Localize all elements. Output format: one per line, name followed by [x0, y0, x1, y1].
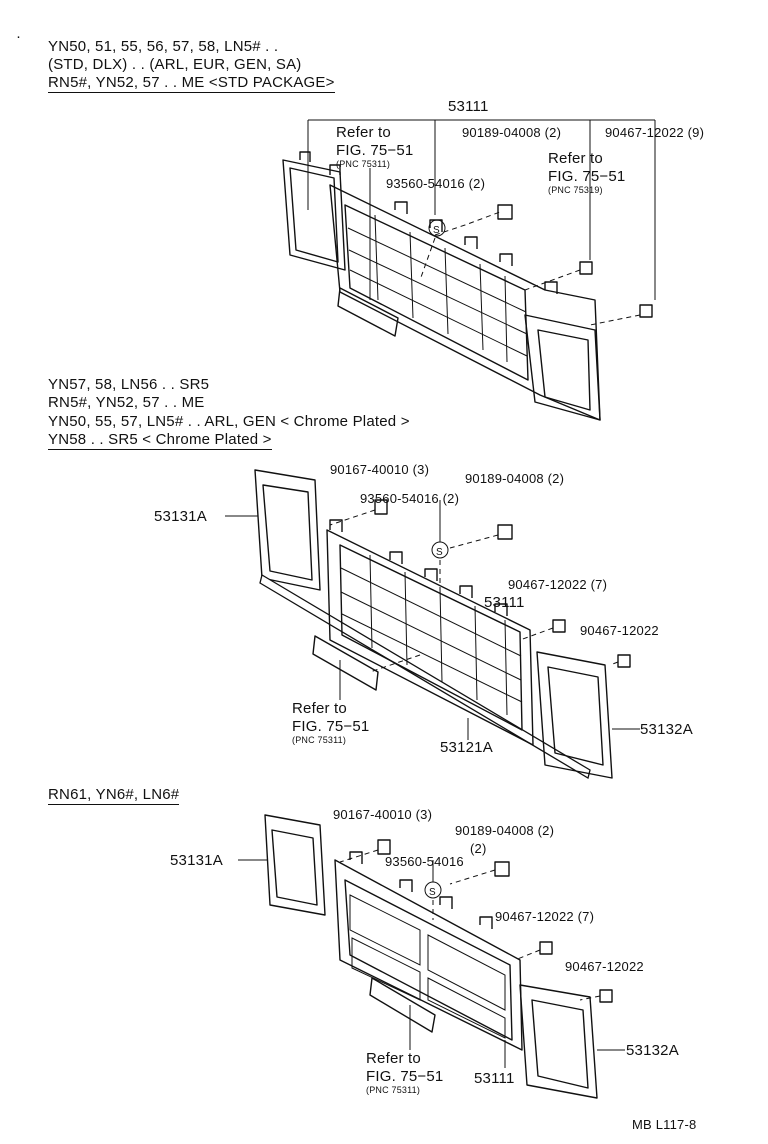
s2-part-53131a[interactable]: 53131A: [154, 508, 207, 525]
s2-part-bolt-c[interactable]: 90467-12022: [580, 623, 659, 638]
s2-ref-line1: Refer to: [292, 700, 347, 717]
s3-part-bolt-c[interactable]: 90467-12022: [565, 959, 644, 974]
section3-grille-drawing: [238, 814, 625, 1099]
section3-heading: RN61, YN6#, LN6#: [48, 786, 180, 805]
s2-part-bolt-b[interactable]: 90467-12022 (7): [508, 577, 608, 592]
s2-part-53111[interactable]: 53111: [484, 594, 525, 611]
corner-mark: ·: [16, 28, 22, 45]
section1-grille-drawing: [282, 119, 656, 421]
s2-part-screw[interactable]: 93560-54016 (2): [360, 491, 460, 506]
s3-screw-mark: S: [429, 887, 436, 898]
s1-part-clip[interactable]: 90189-04008 (2): [462, 125, 562, 140]
s3-part-53131a[interactable]: 53131A: [170, 852, 223, 869]
s2-part-clip[interactable]: 90189-04008 (2): [465, 471, 565, 486]
section1-heading-line2: (STD, DLX) . . (ARL, EUR, GEN, SA): [48, 56, 302, 73]
s1-ref-right-pnc: (PNC 75319): [548, 185, 603, 195]
s1-ref-right-line2[interactable]: FIG. 75−51: [548, 168, 626, 185]
s2-part-bolt-a[interactable]: 90167-40010 (3): [330, 462, 430, 477]
s3-part-screw-qty: (2): [470, 841, 487, 856]
s1-screw-mark: S: [433, 225, 440, 236]
s3-ref-line1: Refer to: [366, 1050, 421, 1067]
s1-ref-right-line1: Refer to: [548, 150, 603, 167]
s3-ref-pnc: (PNC 75311): [366, 1085, 421, 1095]
s2-part-53121a[interactable]: 53121A: [440, 739, 493, 756]
s1-part-53111[interactable]: 53111: [448, 98, 489, 115]
s3-part-bolt-b[interactable]: 90467-12022 (7): [495, 909, 595, 924]
s3-part-clip[interactable]: 90189-04008 (2): [455, 823, 555, 838]
section2-heading-line4: YN58 . . SR5 < Chrome Plated >: [48, 431, 272, 450]
s3-part-bolt-a[interactable]: 90167-40010 (3): [333, 807, 433, 822]
s2-ref-pnc: (PNC 75311): [292, 735, 347, 745]
section1-heading-line3: RN5#, YN52, 57 . . ME <STD PACKAGE>: [48, 74, 335, 93]
s2-ref-line2[interactable]: FIG. 75−51: [292, 718, 370, 735]
s3-part-53132a[interactable]: 53132A: [626, 1042, 679, 1059]
section2-heading-line3: YN50, 55, 57, LN5# . . ARL, GEN < Chrome…: [48, 413, 410, 430]
s1-part-screw[interactable]: 93560-54016 (2): [386, 176, 486, 191]
section2-heading-line2: RN5#, YN52, 57 . . ME: [48, 394, 205, 411]
s2-part-53132a[interactable]: 53132A: [640, 721, 693, 738]
section1-heading-line1: YN50, 51, 55, 56, 57, 58, LN5# . .: [48, 38, 279, 55]
s1-part-bolt[interactable]: 90467-12022 (9): [605, 125, 705, 140]
s3-part-screw[interactable]: 93560-54016: [385, 854, 464, 869]
section2-grille-drawing: [225, 469, 640, 780]
section2-heading-line1: YN57, 58, LN56 . . SR5: [48, 376, 210, 393]
s1-ref-left-line1: Refer to: [336, 124, 391, 141]
s3-part-53111[interactable]: 53111: [474, 1070, 515, 1087]
s2-screw-mark: S: [436, 547, 443, 558]
s1-ref-left-line2[interactable]: FIG. 75−51: [336, 142, 414, 159]
figure-code: MB L117-8: [632, 1117, 697, 1132]
s3-ref-line2[interactable]: FIG. 75−51: [366, 1068, 444, 1085]
s1-ref-left-pnc: (PNC 75311): [336, 159, 391, 169]
